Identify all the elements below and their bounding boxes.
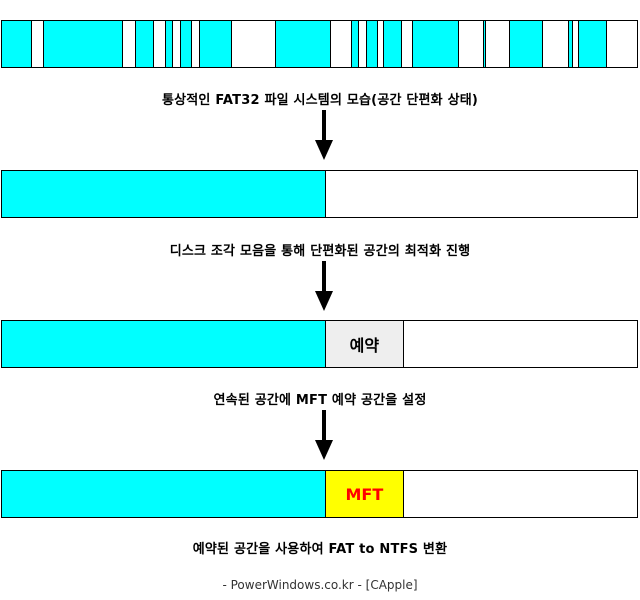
down-arrow-icon <box>315 410 333 460</box>
mft-disk-bar: MFT <box>1 470 638 518</box>
used-space-segment <box>365 21 378 67</box>
reserved-space-block: 예약 <box>325 321 404 367</box>
used-space-block <box>2 321 326 367</box>
reserved-label: 예약 <box>349 336 380 355</box>
caption-reserve: 연속된 공간에 MFT 예약 공간을 설정 <box>213 393 427 408</box>
fragmented-disk-bar <box>1 20 638 68</box>
down-arrow-icon <box>315 261 333 311</box>
footer-credit: - PowerWindows.co.kr - [CApple] <box>222 578 418 592</box>
used-space-segment <box>483 21 486 67</box>
used-space-segment <box>577 21 608 67</box>
used-space-segment <box>275 21 331 67</box>
used-space-segment <box>135 21 155 67</box>
mft-label: MFT <box>345 484 384 504</box>
used-space-segment <box>179 21 193 67</box>
down-arrow-icon <box>315 110 333 160</box>
used-space-segment <box>568 21 574 67</box>
used-space-segment <box>351 21 359 67</box>
used-space-segment <box>383 21 403 67</box>
caption-fat32: 통상적인 FAT32 파일 시스템의 모습(공간 단편화 상태) <box>161 93 479 108</box>
caption-defrag: 디스크 조각 모음을 통해 단편화된 공간의 최적화 진행 <box>169 244 471 259</box>
used-space-segment <box>43 21 123 67</box>
used-space-segment <box>2 21 32 67</box>
caption-convert: 예약된 공간을 사용하여 FAT to NTFS 변환 <box>192 542 448 557</box>
used-space-block <box>2 471 326 517</box>
reserved-disk-bar: 예약 <box>1 320 638 368</box>
used-space-segment <box>165 21 174 67</box>
mft-block: MFT <box>325 471 404 517</box>
defragmented-disk-bar <box>1 170 638 218</box>
used-space-segment <box>198 21 232 67</box>
used-space-segment <box>411 21 460 67</box>
used-space-block <box>2 171 326 217</box>
used-space-segment <box>508 21 543 67</box>
